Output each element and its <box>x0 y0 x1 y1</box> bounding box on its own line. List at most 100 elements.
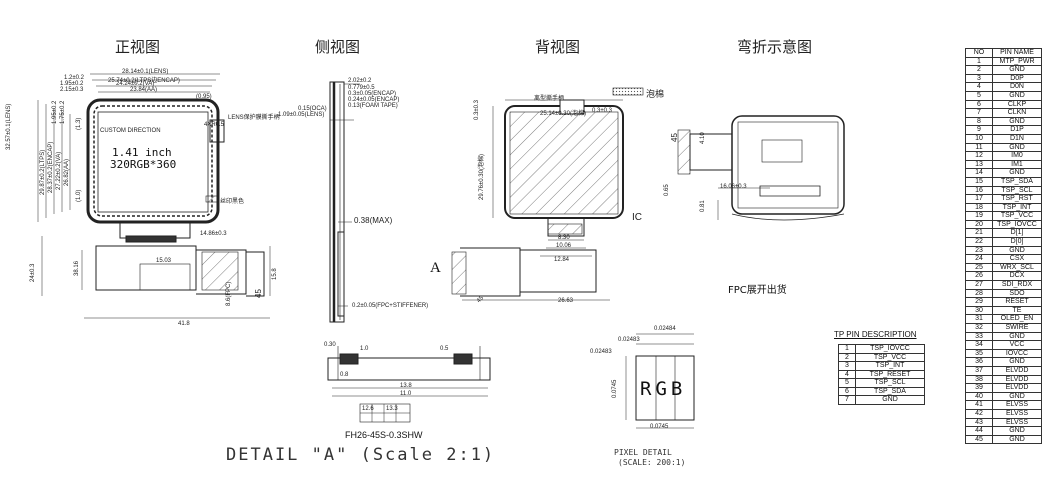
tp-pin-number: 6 <box>838 386 856 396</box>
pin-name: CSX <box>992 254 1042 264</box>
pin-number: 36 <box>965 357 993 367</box>
tp-pin-number: 5 <box>838 378 856 388</box>
side-dim-4: 0.24±0.05(ENCAP) <box>348 97 400 103</box>
tp-pin-name: TSP_VCC <box>855 352 925 362</box>
front-dim-left-1: 1.2±0.2 <box>64 75 84 81</box>
side-dim-5: 0.13(FOAM TAPE) <box>348 103 398 109</box>
pin-number: 24 <box>965 254 993 264</box>
pin-number: 35 <box>965 348 993 359</box>
front-dim-095: (0.95) <box>196 94 212 100</box>
front-vdim-13: (1.3) <box>76 117 82 130</box>
pin-name: TSP_RST <box>992 194 1042 204</box>
pin-name: GND <box>992 142 1042 153</box>
pin-name: D[1] <box>992 228 1042 239</box>
pin-number: 40 <box>965 391 993 402</box>
pin-number: 21 <box>965 228 993 239</box>
pin-col-name: PIN NAME <box>992 48 1042 58</box>
pin-number: 30 <box>965 305 993 316</box>
back-dim-03a: 0.3±0.3 <box>592 108 612 114</box>
pin-name: GND <box>992 434 1042 445</box>
pin-number: 43 <box>965 417 993 428</box>
pixel-dim-3: 0.02483 <box>590 349 612 355</box>
pin-col-no: NO <box>965 48 993 58</box>
front-dim-lens: 28.14±0.1(LENS) <box>122 69 169 75</box>
detail-dim-4: 13.8 <box>400 383 412 389</box>
front-dim-ltps: 25.74±0.2(LTPS边ENCAP) <box>108 78 180 84</box>
pin-name: CLKN <box>992 108 1042 118</box>
front-dim-24: 24±0.3 <box>30 263 36 282</box>
front-dim-aa: 23.84(AA) <box>130 87 158 93</box>
side-dim-3: 0.3±0.05(ENCAP) <box>348 91 396 97</box>
side-bottom-label: 0.2±0.05(FPC+STIFFENER) <box>352 303 429 309</box>
front-dim-left-2: 1.95±0.2 <box>60 81 84 87</box>
pin-name: WRX_SCL <box>992 262 1042 273</box>
pin-number: 42 <box>965 408 993 419</box>
detail-a-drawing <box>327 346 491 423</box>
back-dim-2663: 26.63 <box>558 298 574 304</box>
pin-name: GND <box>992 90 1042 101</box>
pin-name: GND <box>992 168 1042 178</box>
pin-name: SWIRE <box>992 323 1042 333</box>
pin-name: SDO <box>992 288 1042 299</box>
back-handle-note: 离型撕手柄 <box>534 96 565 102</box>
pin-name: TSP_SDA <box>992 176 1042 187</box>
front-dim-fpc: 8.6(FPC) <box>226 281 232 306</box>
pin-name: TSP_IOVCC <box>992 219 1042 230</box>
pixel-detail-drawing <box>625 333 695 429</box>
screen-resolution-text: 320RGB*360 <box>110 158 177 171</box>
pin-number: 14 <box>965 168 993 178</box>
front-dim-158: 15.8 <box>272 268 278 280</box>
back-dim-1006: 10.06 <box>556 243 572 249</box>
tp-pin-number: 4 <box>838 369 856 379</box>
screen-size-text: 1.41 inch <box>112 146 172 159</box>
pin-number: 19 <box>965 211 993 221</box>
pin-name: RESET <box>992 297 1042 307</box>
tp-pin-name: TSP_IOVCC <box>855 344 925 354</box>
pixel-dim-4: 0.0745 <box>612 379 618 398</box>
tp-pin-name: GND <box>855 395 925 405</box>
pin-name: GND <box>992 357 1042 367</box>
tp-pin-number: 3 <box>838 361 856 371</box>
side-max-label: 0.38(MAX) <box>354 216 393 225</box>
pin-name: DCX <box>992 271 1042 282</box>
fpc-shipping-label: FPC展开出货 <box>728 285 787 296</box>
back-dim-03b: 0.3±0.3 <box>474 100 480 120</box>
front-dim-3816: 38.16 <box>74 260 80 276</box>
side-view-drawing <box>329 81 360 323</box>
tp-pin-name: TSP_INT <box>855 361 925 371</box>
pin-name: TSP_SCL <box>992 185 1042 196</box>
pin-name: GND <box>992 391 1042 402</box>
pin-number: 22 <box>965 237 993 247</box>
pin-name: GND <box>992 331 1042 342</box>
tp-pin-name: TSP_SDA <box>855 386 925 396</box>
pin-number: 12 <box>965 151 993 161</box>
pin-name: OLED_EN <box>992 314 1042 324</box>
front-dim-1503: 15.03 <box>156 258 172 264</box>
front-vdim-va: 27.22±0.2(VA) <box>56 151 62 190</box>
front-dim-1486: 14.86±0.3 <box>200 231 227 237</box>
pin-number: 32 <box>965 323 993 333</box>
